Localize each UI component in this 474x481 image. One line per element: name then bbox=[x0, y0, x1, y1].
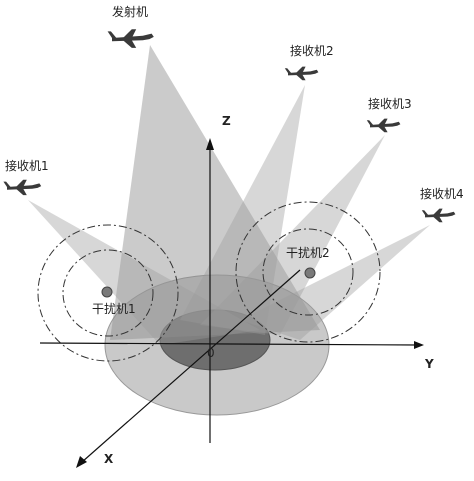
label-axis-x: X bbox=[104, 452, 114, 466]
axes bbox=[39, 145, 419, 463]
jammer1-dot-icon bbox=[101, 286, 113, 298]
coverage-inner-ellipse bbox=[159, 309, 271, 371]
beam-receiver4 bbox=[240, 225, 430, 340]
beam-receiver1 bbox=[28, 200, 260, 345]
label-jammer2: 干扰机2 bbox=[286, 246, 330, 260]
axis-x-arrow bbox=[76, 456, 87, 468]
label-receiver4: 接收机4 bbox=[420, 186, 464, 201]
axis-y-line bbox=[39, 342, 419, 346]
beam-receiver3 bbox=[200, 135, 385, 335]
axis-z-arrow bbox=[206, 138, 214, 150]
receiver2-aircraft-icon bbox=[284, 66, 319, 81]
jammer1-range bbox=[37, 224, 179, 362]
jammer2-dot-icon bbox=[304, 267, 316, 279]
label-receiver1: 接收机1 bbox=[5, 158, 49, 173]
label-origin: 0 bbox=[207, 346, 215, 360]
label-transmitter: 发射机 bbox=[112, 4, 148, 19]
transmitter-aircraft-icon bbox=[107, 29, 154, 48]
beam-transmitter bbox=[110, 45, 320, 340]
receiver3-aircraft-icon bbox=[366, 118, 401, 133]
label-receiver2: 接收机2 bbox=[290, 43, 334, 58]
receiver1-aircraft-icon bbox=[3, 179, 42, 196]
label-receiver3: 接收机3 bbox=[368, 96, 412, 111]
beam-receiver2 bbox=[180, 85, 305, 335]
label-jammer1: 干扰机1 bbox=[92, 302, 136, 316]
axis-y-arrow bbox=[414, 341, 424, 349]
label-axis-z: Z bbox=[222, 114, 231, 128]
label-axis-y: Y bbox=[424, 357, 434, 371]
axis-x-line bbox=[81, 269, 301, 463]
jammer2-range bbox=[235, 201, 381, 343]
receiver4-aircraft-icon bbox=[421, 208, 456, 223]
